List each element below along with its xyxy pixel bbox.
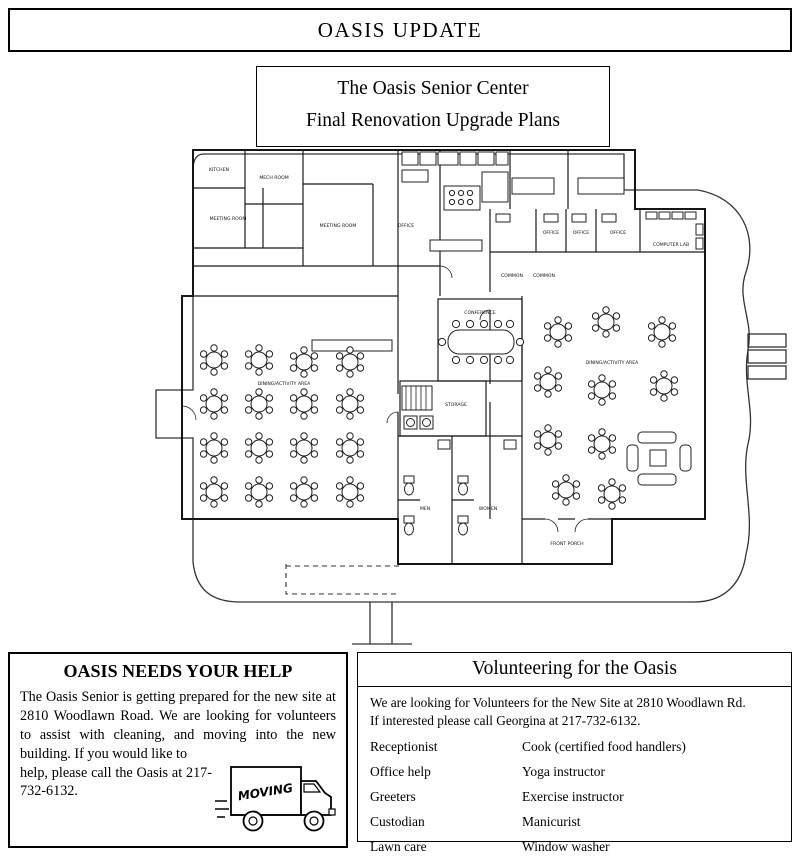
floor-plan: KITCHEN MECH ROOM MEETING ROOM MEETING R… (155, 149, 787, 645)
moving-truck-illustration: MOVING (215, 766, 336, 832)
office-desks (495, 211, 704, 250)
room-labels: KITCHEN MECH ROOM MEETING ROOM MEETING R… (209, 167, 689, 547)
volunteer-intro-line2: If interested please call Georgina at 21… (370, 712, 641, 728)
role-right: Exercise instructor (522, 788, 624, 804)
plan-label-office-2: OFFICE (543, 230, 559, 236)
plan-label-kitchen: KITCHEN (209, 167, 229, 173)
help-box-body-2: help, please call the Oasis at 217-732-6… (20, 764, 212, 800)
page-title: OASIS UPDATE (317, 17, 483, 42)
role-left: Lawn care (370, 838, 427, 854)
volunteer-role-row: Lawn care Window washer (370, 839, 779, 855)
plan-label-dining-left: DINING/ACTIVITY AREA (258, 381, 311, 387)
title-divider (358, 686, 791, 687)
plan-label-meeting-room-1: MEETING ROOM (210, 216, 247, 222)
dining-tables-left (199, 339, 393, 508)
plan-label-conference: CONFERENCE (464, 310, 496, 316)
plan-label-dining-right: DINING/ACTIVITY AREA (586, 360, 639, 366)
volunteer-role-row: Office help Yoga instructor (370, 764, 779, 780)
plan-label-storage: STORAGE (445, 402, 467, 408)
plan-label-meeting-room-2: MEETING ROOM (320, 223, 357, 229)
volunteer-box-title: Volunteering for the Oasis (472, 658, 677, 679)
role-right: Manicurist (522, 813, 581, 829)
volunteer-box: Volunteering for the Oasis We are lookin… (357, 652, 792, 854)
conference-room (437, 298, 525, 382)
role-right: Cook (certified food handlers) (522, 738, 686, 754)
header-banner: OASIS UPDATE (8, 8, 792, 52)
plan-label-office-3: OFFICE (573, 230, 589, 236)
help-box-body: The Oasis Senior is getting prepared for… (20, 689, 336, 762)
plan-label-women: WOMEN (479, 506, 497, 512)
role-right: Window washer (522, 838, 610, 854)
lounge-seating (626, 431, 692, 486)
door-arcs (181, 265, 589, 533)
volunteer-role-row: Receptionist Cook (certified food handle… (370, 739, 779, 755)
plan-label-office-4: OFFICE (610, 230, 626, 236)
kitchen-equipment (401, 151, 625, 252)
plan-title-line2: Final Renovation Upgrade Plans (305, 110, 560, 132)
site-boundary (155, 153, 787, 645)
plan-title-line1: The Oasis Senior Center (337, 78, 529, 99)
plan-title-box: The Oasis Senior Center Final Renovation… (256, 66, 610, 148)
role-left: Greeters (370, 788, 416, 804)
help-box-title: OASIS NEEDS YOUR HELP (63, 661, 293, 681)
role-right: Yoga instructor (522, 763, 606, 779)
volunteer-role-row: Greeters Exercise instructor (370, 789, 779, 805)
role-left: Custodian (370, 813, 425, 829)
storage-room (399, 380, 487, 437)
restrooms (403, 439, 517, 536)
plan-label-men: MEN (420, 506, 430, 512)
role-left: Receptionist (370, 738, 438, 754)
role-left: Office help (370, 763, 431, 779)
plan-label-common-2: COMMON (533, 273, 555, 279)
volunteer-role-row: Custodian Manicurist (370, 814, 779, 830)
volunteer-intro-line1: We are looking for Volunteers for the Ne… (370, 695, 746, 710)
plan-label-mech-room: MECH ROOM (259, 175, 288, 181)
plan-label-common-1: COMMON (501, 273, 523, 279)
plan-label-office-1: OFFICE (398, 223, 414, 229)
bottom-row: OASIS NEEDS YOUR HELP The Oasis Senior i… (8, 652, 792, 854)
plan-label-front-porch: FRONT PORCH (550, 541, 583, 547)
plan-label-computer-lab: COMPUTER LAB (653, 242, 689, 248)
help-box: OASIS NEEDS YOUR HELP The Oasis Senior i… (8, 652, 348, 848)
